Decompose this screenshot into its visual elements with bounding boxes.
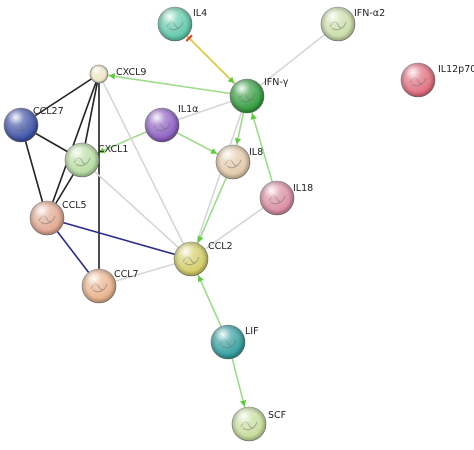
activation-arrowhead [197,235,204,243]
node-label-il4: IL4 [193,8,207,19]
node-label-il8: IL8 [249,147,263,158]
inhibition-bar [185,34,193,42]
edge-ifna2-ifng [246,23,339,97]
node-ccl27[interactable] [3,107,39,143]
nodes-layer [3,6,436,442]
node-label-cxcl9: CXCL9 [116,67,146,78]
node-ccl7[interactable] [81,268,117,304]
node-il12p70[interactable] [400,62,436,98]
node-label-ifng: IFN-γ [264,77,289,88]
edge-ifng-ccl2 [190,95,248,260]
activation-arrowhead [210,148,218,154]
edge-ifng-cxcl9 [98,73,248,97]
node-lif[interactable] [210,324,246,360]
edge-il18-ccl2 [190,197,278,260]
node-cxcl1[interactable] [64,142,100,178]
edge-cxcl9-ccl2 [98,73,192,260]
node-label-il18: IL18 [293,183,313,194]
edges-layer [20,23,339,425]
activation-arrowhead [108,73,116,80]
node-label-il12p70: IL12p70 [438,64,474,75]
activation-arrowhead [227,76,235,84]
node-il1a[interactable] [144,107,180,143]
node-label-ccl5: CCL5 [62,200,87,211]
node-label-il1a: IL1α [178,104,198,115]
edge-ccl5-ccl2 [46,217,192,260]
node-cxcl9[interactable] [89,64,109,84]
node-label-cxcl1: CXCL1 [98,144,128,155]
node-label-ccl27: CCL27 [33,106,64,117]
edge-cxcl1-ccl2 [81,159,192,260]
node-label-ccl2: CCL2 [208,241,233,252]
activation-arrowhead [250,113,257,120]
node-ccl2[interactable] [173,241,209,277]
node-label-ccl7: CCL7 [114,269,139,280]
edge-il18-ifng [246,95,278,199]
node-il18[interactable] [259,180,295,216]
node-label-lif: LIF [245,326,259,337]
edge-il8-ccl2 [190,161,234,260]
node-ifng[interactable] [229,78,265,114]
activation-arrowhead [197,275,204,283]
node-il8[interactable] [215,144,251,180]
node-label-ifna2: IFN-α2 [354,8,385,19]
activation-arrowhead [234,137,242,145]
node-ccl5[interactable] [29,200,65,236]
node-il4[interactable] [157,6,193,42]
activation-arrowhead [98,147,106,154]
node-label-scf: SCF [268,410,286,421]
activation-arrowhead [239,399,247,407]
node-scf[interactable] [231,406,267,442]
node-ifna2[interactable] [320,6,356,42]
